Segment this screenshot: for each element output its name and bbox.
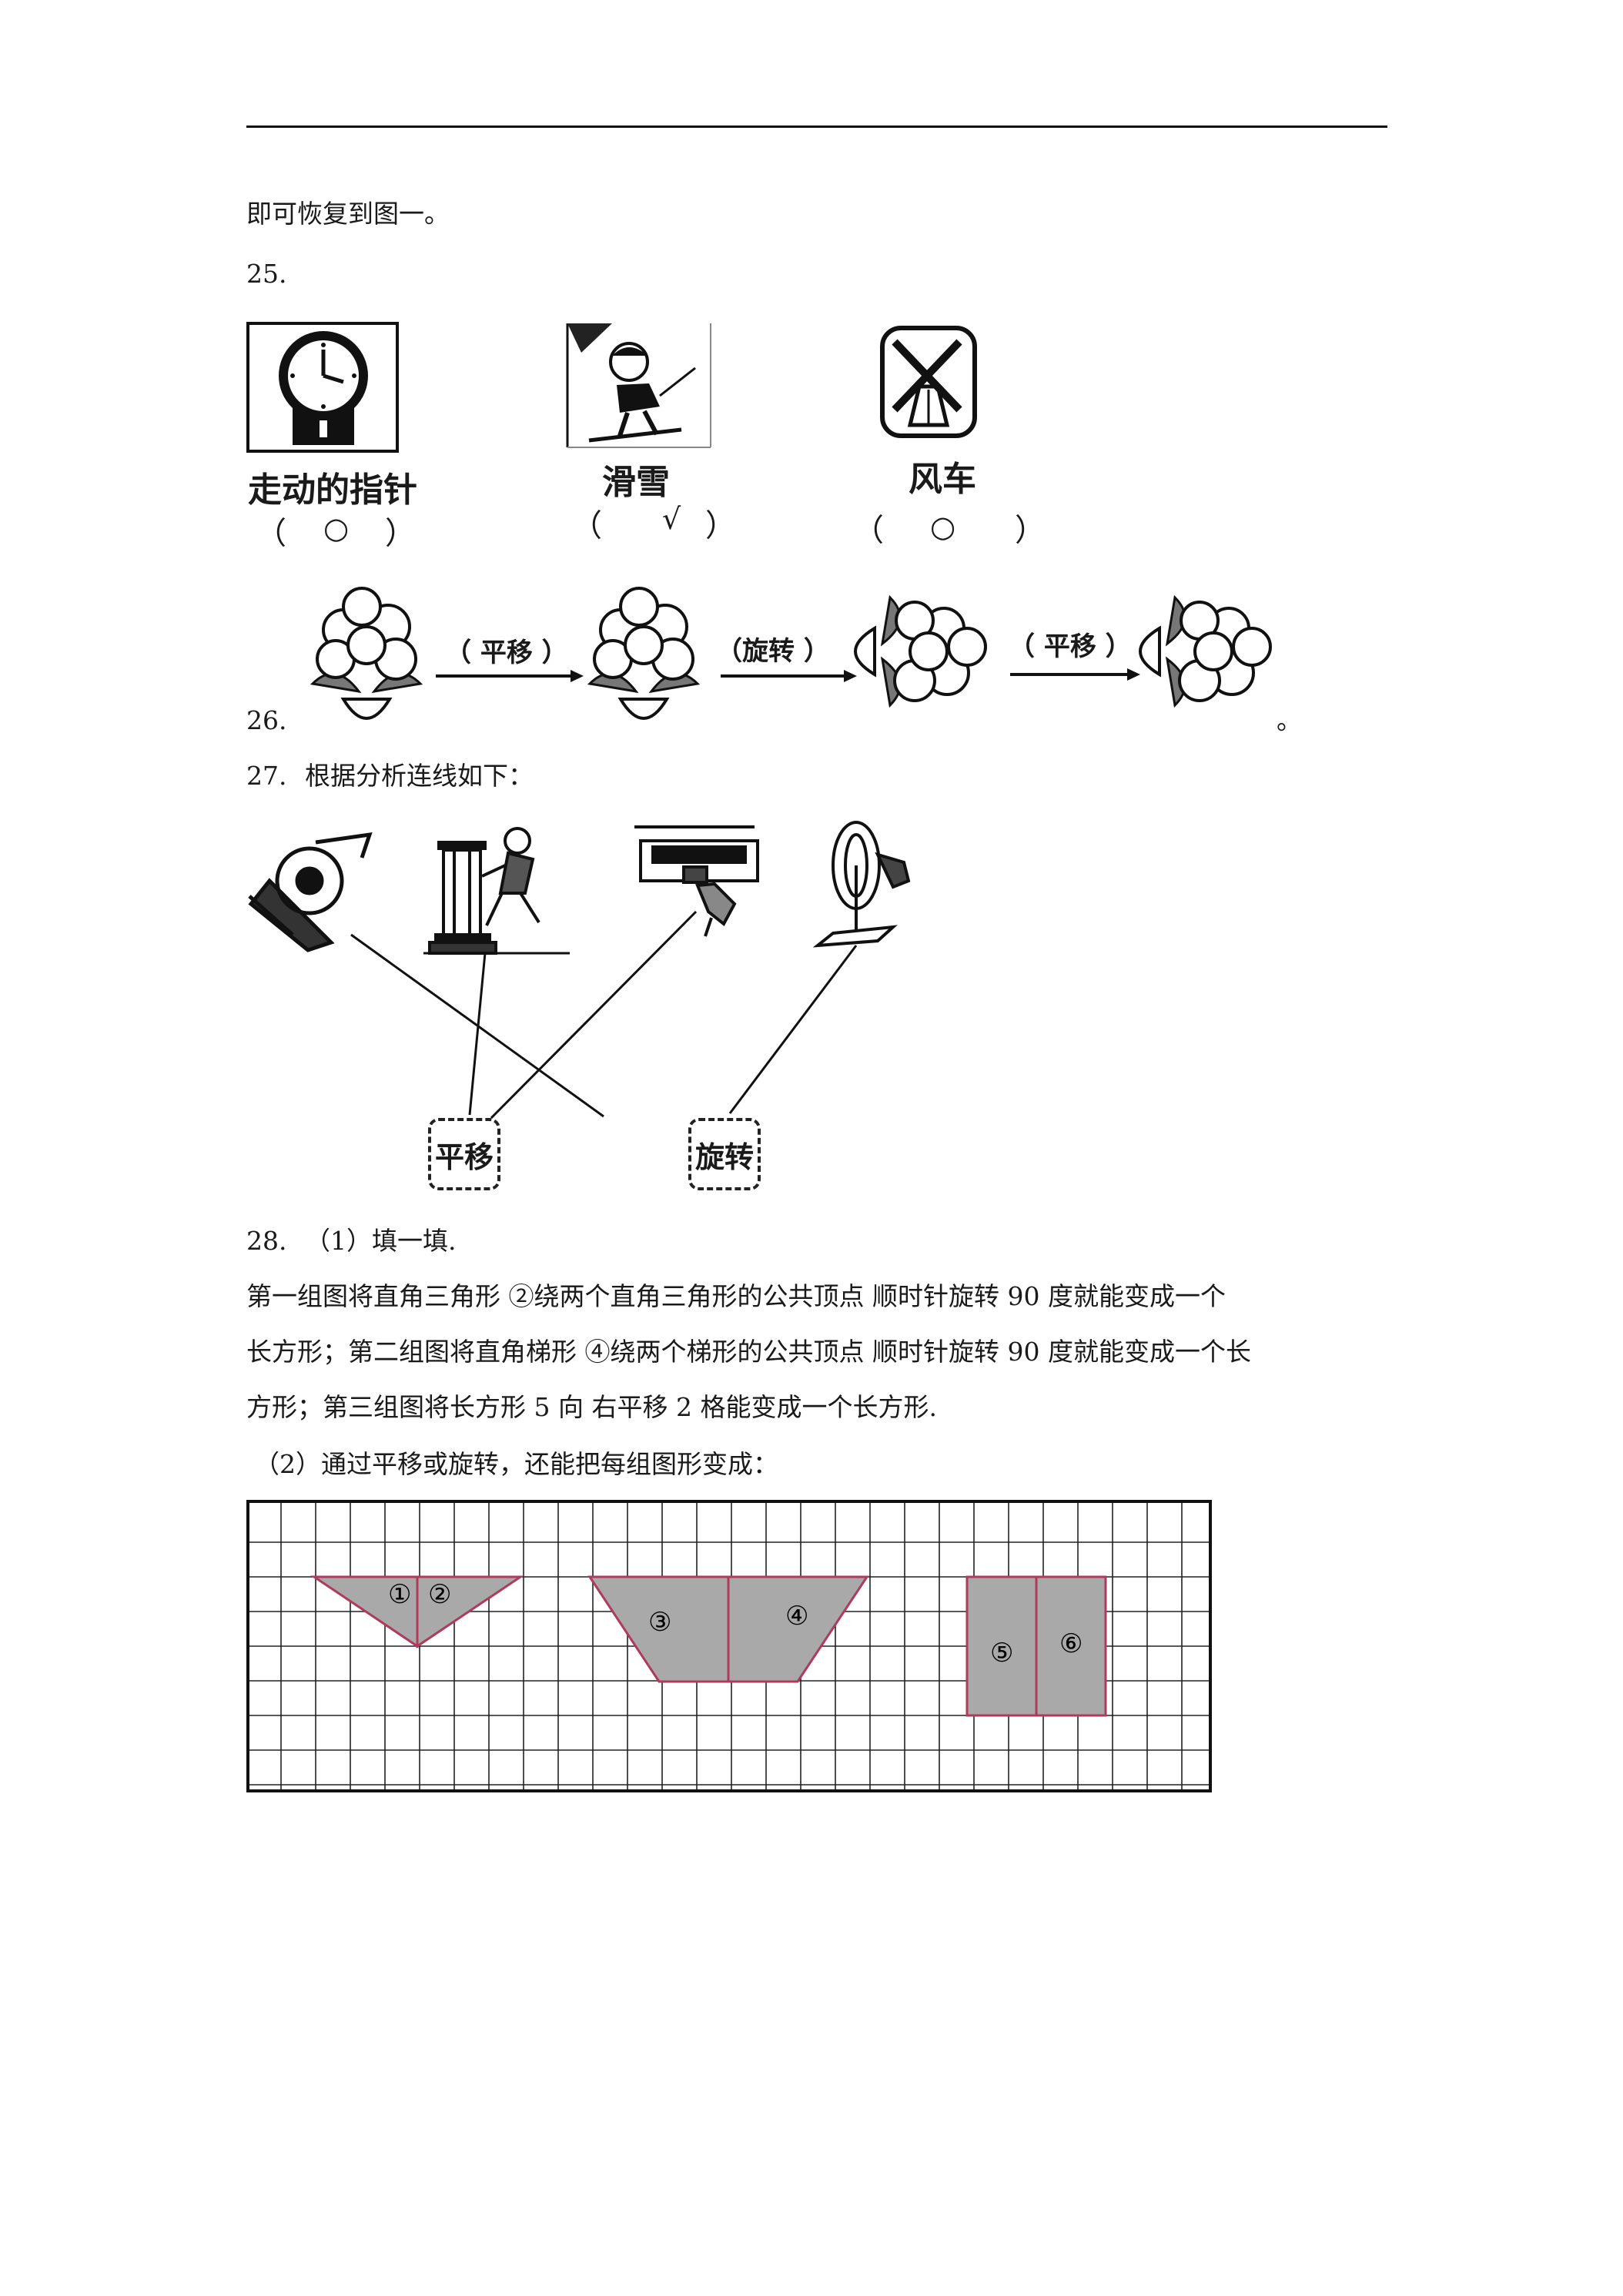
q25-open-paren-windmill: （ [853, 513, 884, 548]
q27-number: 27. [246, 761, 287, 791]
q27-text: 根据分析连线如下： [305, 761, 534, 791]
q25-open-paren-clock: （ [256, 516, 286, 551]
q25-close-paren-windmill: ） [1015, 513, 1046, 548]
q25-label-clock: 走动的指针 [248, 470, 417, 510]
q25-number: 25. [246, 259, 287, 289]
q27-box-rotate: 旋转 [688, 1118, 761, 1190]
q28-part2-title: （2）通过平移或旋转，还能把每组图形变成： [254, 1449, 778, 1479]
q25-close-paren-skiing: ） [705, 508, 736, 544]
q26-step1-translate: （ 平移 ） [445, 638, 568, 668]
q26-end-mark: 。 [1277, 705, 1302, 735]
rectangle-6 [1035, 1575, 1107, 1717]
q28-number: 28. [246, 1226, 287, 1256]
prev-answer-continuation: 即可恢复到图一。 [246, 199, 450, 229]
shape-label-2: ② [428, 1579, 451, 1610]
q28-para-line1: 第一组图将直角三角形 ②绕两个直角三角形的公共顶点 顺时针旋转 90 度就能变成… [246, 1281, 1226, 1311]
skier-icon [566, 323, 711, 448]
q25-answer-windmill: ○ [930, 510, 956, 544]
q25-label-skiing: 滑雪 [602, 463, 670, 502]
clock-icon [246, 322, 399, 453]
q25-answer-clock: ○ [323, 511, 350, 545]
shape-label-3: ③ [648, 1607, 671, 1638]
spinning-wheel-icon [812, 821, 911, 948]
trapezoid-4 [727, 1575, 869, 1683]
shape-label-4: ④ [785, 1601, 808, 1632]
q28-para-line3: 方形；第三组图将长方形 5 向 右平移 2 格能变成一个长方形. [246, 1392, 937, 1422]
q28-part1-title: （1）填一填. [305, 1226, 457, 1256]
header-rule [246, 126, 1387, 128]
q26-step2-rotate: （旋转 ） [716, 636, 830, 667]
triangle-2 [416, 1575, 524, 1648]
shape-label-6: ⑥ [1059, 1628, 1083, 1659]
drawer-icon [634, 825, 759, 937]
shape-label-5: ⑤ [990, 1638, 1013, 1668]
steering-wheel-icon [248, 832, 373, 952]
q26-number: 26. [246, 705, 287, 735]
q25-close-paren-clock: ） [385, 516, 416, 551]
q25-open-paren-skiing: （ [571, 508, 602, 544]
rectangle-5 [965, 1575, 1038, 1717]
windmill-icon [880, 326, 977, 438]
flower-transform-sequence [311, 587, 1272, 720]
q27-box-translate: 平移 [428, 1118, 500, 1190]
shape-label-1: ① [388, 1579, 411, 1610]
q28-grid-figure: ① ② ③ ④ ⑤ ⑥ [246, 1500, 1212, 1792]
q26-step3-translate: （ 平移 ） [1009, 631, 1132, 662]
sliding-door-icon [423, 827, 570, 955]
q27-matching-diagram [248, 821, 911, 1120]
q25-label-windmill: 风车 [909, 460, 976, 499]
q25-answer-skiing: √ [662, 502, 681, 536]
q28-para-line2: 长方形；第二组图将直角梯形 ④绕两个梯形的公共顶点 顺时针旋转 90 度就能变成… [246, 1337, 1251, 1367]
